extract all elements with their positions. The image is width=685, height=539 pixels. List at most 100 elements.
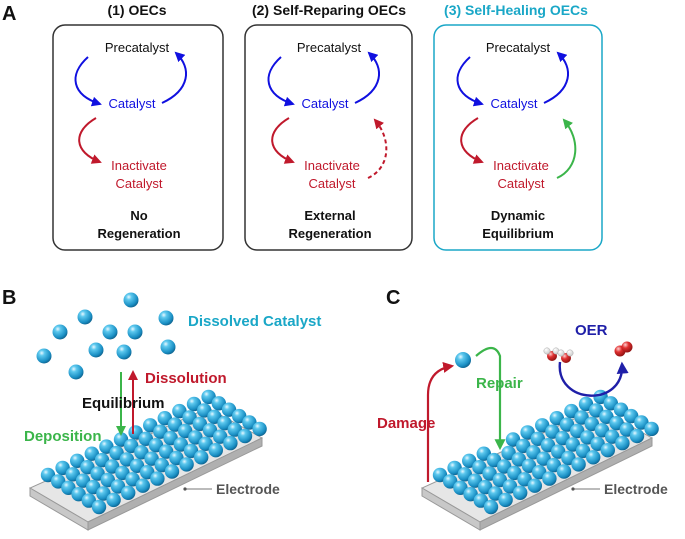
column-3-footer-line1: Dynamic [491,208,545,223]
column-2-precatalyst: Precatalyst [297,40,362,55]
panel-b-dissolved-spheres [36,292,176,380]
column-3-precatalyst: Precatalyst [486,40,551,55]
catalyst-sphere [208,443,223,458]
catalyst-sphere [629,428,645,444]
panel-c-catalyst-layer [432,389,659,515]
catalyst-sphere [158,310,174,326]
panel-a-column-3: (3) Self-Healing OECs Precatalyst Cataly… [433,2,603,251]
column-1-catalyst: Catalyst [109,96,156,111]
column-3-box [433,24,603,251]
catalyst-sphere [498,492,513,508]
damage-arrow [426,362,455,482]
catalyst-sphere [150,471,165,486]
oer-arrow [558,361,629,397]
catalyst-sphere [542,471,557,486]
catalyst-sphere [36,348,52,364]
column-2-catalyst: Catalyst [302,96,349,111]
catalyst-sphere [88,342,104,358]
column-3-catalyst: Catalyst [491,96,538,111]
column-3-down-blue-arrow [456,56,484,107]
electrode-c-side [479,437,653,531]
catalyst-sphere [164,464,180,479]
column-2-inactivate-line1: Inactivate [304,158,360,173]
catalyst-sphere [160,339,176,355]
catalyst-sphere [91,499,107,515]
catalyst-sphere [586,450,601,465]
catalyst-sphere [106,492,121,508]
column-1-inactivate-line2: Catalyst [116,176,163,191]
column-3-inactivate-line2: Catalyst [498,176,545,191]
oer-label: OER [575,322,608,339]
dissolved-catalyst-label: Dissolved Catalyst [188,313,321,330]
column-3-inactivate-line1: Inactivate [493,158,549,173]
catalyst-sphere [127,324,143,340]
column-1-footer-line1: No [130,208,147,223]
catalyst-sphere [644,421,659,437]
catalyst-sphere [102,324,118,340]
catalyst-sphere [223,435,238,451]
panel-a-column-1: (1) OECs Precatalyst Catalyst Inactivate… [52,2,224,251]
catalyst-sphere [77,309,93,325]
column-3-title: (3) Self-Healing OECs [444,2,588,18]
column-3-down-red-arrow [460,117,484,164]
column-2-dashed-return-arrow [367,118,388,179]
electrode-b-pointer-dot [183,487,187,491]
column-2-footer-line1: External [304,208,355,223]
panel-a-column-2: (2) Self-Reparing OECs Precatalyst Catal… [244,2,413,251]
column-3-up-blue-arrow [543,51,569,104]
column-2-inactivate-line2: Catalyst [309,176,356,191]
column-1-title: (1) OECs [107,2,166,18]
catalyst-sphere [483,499,499,515]
equilibrium-label: Equilibrium [82,395,165,412]
column-1-down-blue-arrow [74,56,102,107]
catalyst-sphere [116,344,132,360]
electrode-b-label: Electrode [216,481,280,497]
displaced-catalyst-sphere [455,352,471,368]
catalyst-sphere [68,364,84,380]
panel-a-letter: A [2,3,16,25]
column-1-down-red-arrow [78,117,102,164]
column-1-inactivate-line1: Inactivate [111,158,167,173]
water-molecule-icon [557,349,574,363]
catalyst-sphere [527,478,542,493]
column-2-footer-line2: Regeneration [288,226,371,241]
column-2-title: (2) Self-Reparing OECs [252,2,406,18]
oxygen-molecule-icon [614,341,633,357]
catalyst-sphere [252,421,267,437]
water-molecule-icon [543,347,560,361]
deposition-label: Deposition [24,428,102,445]
catalyst-sphere [556,464,572,479]
catalyst-sphere [194,450,209,465]
catalyst-sphere [52,324,68,340]
panel-c-letter: C [386,287,400,309]
column-1-box [52,24,224,251]
catalyst-sphere [121,485,136,500]
column-2-box [244,24,413,251]
catalyst-sphere [513,485,528,500]
catalyst-sphere [571,457,586,472]
catalyst-sphere [237,428,253,444]
column-1-up-blue-arrow [161,51,187,104]
electrode-c-pointer-dot [571,487,575,491]
panel-b-catalyst-layer [40,389,267,515]
repair-arrow [475,346,506,451]
column-1-footer-line2: Regeneration [97,226,180,241]
column-2-up-blue-arrow [354,51,380,104]
column-3-footer-line2: Equilibrium [482,226,554,241]
catalyst-sphere [600,443,615,458]
dissolution-label: Dissolution [145,370,227,387]
catalyst-sphere [615,435,630,451]
catalyst-sphere [135,478,150,493]
panel-b-letter: B [2,287,16,309]
electrode-b-side [87,437,263,531]
column-2-down-blue-arrow [267,56,295,107]
damage-label: Damage [377,415,435,432]
catalyst-sphere [123,292,139,308]
repair-label: Repair [476,375,523,392]
catalyst-sphere [179,457,194,472]
column-3-green-return-arrow [556,118,577,179]
column-1-precatalyst: Precatalyst [105,40,170,55]
column-2-down-red-arrow [271,117,295,164]
electrode-c-label: Electrode [604,481,668,497]
